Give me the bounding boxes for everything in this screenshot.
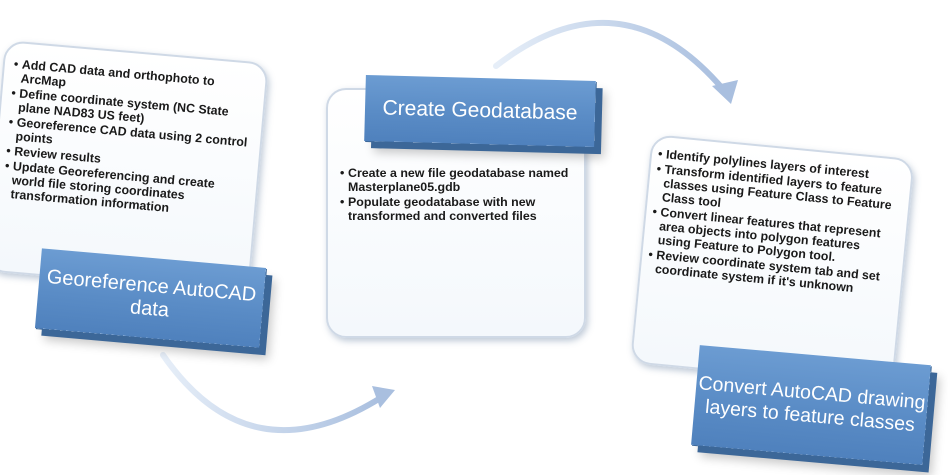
step1-bullet-list: Add CAD data and orthophoto to ArcMap De… (2, 57, 258, 222)
step3-title: Convert AutoCAD drawing layers to featur… (697, 372, 927, 437)
step1-title: Georeference AutoCAD data (45, 265, 258, 322)
step2-title: Create Geodatabase (382, 96, 578, 125)
arrowhead-step1-to-step2 (372, 386, 395, 408)
arrowhead-step2-to-step3 (712, 80, 738, 104)
step2-bullet: Create a new file geodatabase named Mast… (340, 166, 574, 194)
step2-bullet: Populate geodatabase with new transforme… (340, 195, 574, 223)
step3-details-card: Identify polylines layers of interest Tr… (629, 134, 915, 389)
arrow-step1-to-step2 (160, 352, 385, 434)
step2-title-box: Create Geodatabase (364, 75, 596, 147)
arrow-step2-to-step3 (493, 20, 725, 91)
step3-title-box: Convert AutoCAD drawing layers to featur… (691, 345, 931, 465)
step2-bullet-list: Create a new file geodatabase named Mast… (340, 166, 574, 223)
step3-bullet-list: Identify polylines layers of interest Tr… (646, 147, 903, 299)
